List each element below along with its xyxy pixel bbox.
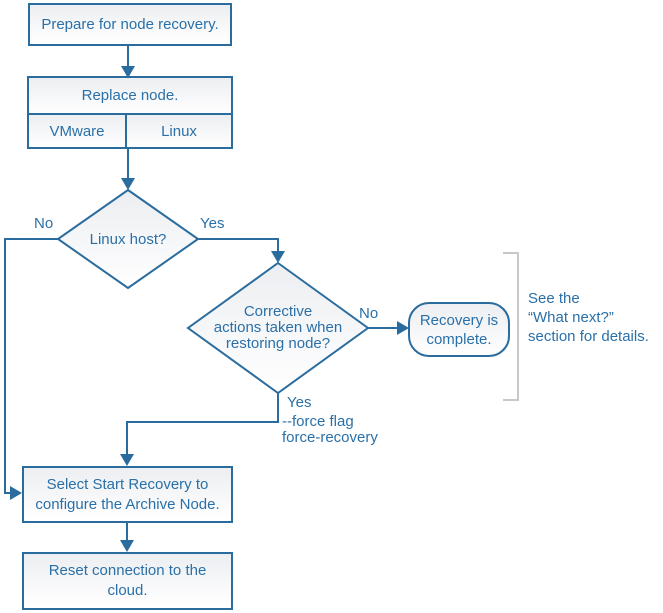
option-linux: Linux <box>127 115 231 147</box>
replace-options-row: VMware Linux <box>29 115 231 147</box>
connector-yes-path-right <box>198 238 279 251</box>
force-flag-line-1: --force flag <box>282 413 354 430</box>
branch-label-yes-linux-host: Yes <box>200 215 225 232</box>
branch-label-no-linux-host: No <box>34 215 54 232</box>
select-start-line-2: configure the Archive Node. <box>35 495 220 513</box>
connector-corrective-yes <box>126 393 279 454</box>
bracket-icon <box>503 252 519 401</box>
arrowhead-down-icon <box>120 454 134 466</box>
reset-connection-line-2: cloud. <box>107 582 148 599</box>
see-note-line-2: “What next?” <box>528 309 614 326</box>
corrective-line-3: restoring node? <box>225 335 331 352</box>
node-select-start-recovery: Select Start Recovery to configure the A… <box>22 466 233 523</box>
branch-label-no-corrective: No <box>359 305 379 322</box>
node-replace-label: Replace node. <box>29 78 231 115</box>
arrowhead-down-icon <box>271 251 285 263</box>
recovery-complete-line-1: Recovery is <box>419 312 499 329</box>
select-start-line-1: Select Start Recovery to <box>46 475 209 493</box>
see-what-next-note: See the “What next?” section for details… <box>528 289 649 346</box>
force-flag-annotation: --force flag force-recovery <box>282 414 378 446</box>
decision-corrective-actions-label: Corrective actions taken when restoring … <box>188 304 368 352</box>
node-replace-node: Replace node. VMware Linux <box>27 76 233 149</box>
connector-no-path-left <box>4 238 58 494</box>
node-prepare-label: Prepare for node recovery. <box>41 15 219 33</box>
node-prepare-for-recovery: Prepare for node recovery. <box>28 3 232 46</box>
terminator-recovery-complete-label: Recovery is complete. <box>409 311 509 349</box>
corrective-line-1: Corrective <box>243 303 313 320</box>
terminator-recovery-complete-shape <box>408 302 510 357</box>
arrowhead-down-icon <box>121 66 135 78</box>
arrowhead-down-icon <box>121 178 135 190</box>
arrowhead-down-icon <box>120 540 134 552</box>
option-vmware: VMware <box>29 115 127 147</box>
reset-connection-line-1: Reset connection to the <box>48 562 207 579</box>
arrowhead-right-icon <box>397 321 409 335</box>
recovery-complete-line-2: complete. <box>426 331 492 348</box>
decision-linux-host-shape <box>56 188 200 290</box>
decision-linux-host-label: Linux host? <box>89 231 167 248</box>
force-flag-line-2: force-recovery <box>282 429 378 446</box>
see-note-line-3: section for details. <box>528 328 649 345</box>
decision-corrective-actions-shape <box>186 261 370 395</box>
corrective-line-2: actions taken when <box>213 319 343 336</box>
node-reset-connection: Reset connection to the cloud. <box>22 552 233 610</box>
see-note-line-1: See the <box>528 290 580 307</box>
arrowhead-right-icon <box>10 486 22 500</box>
branch-label-yes-corrective: Yes <box>287 394 312 411</box>
